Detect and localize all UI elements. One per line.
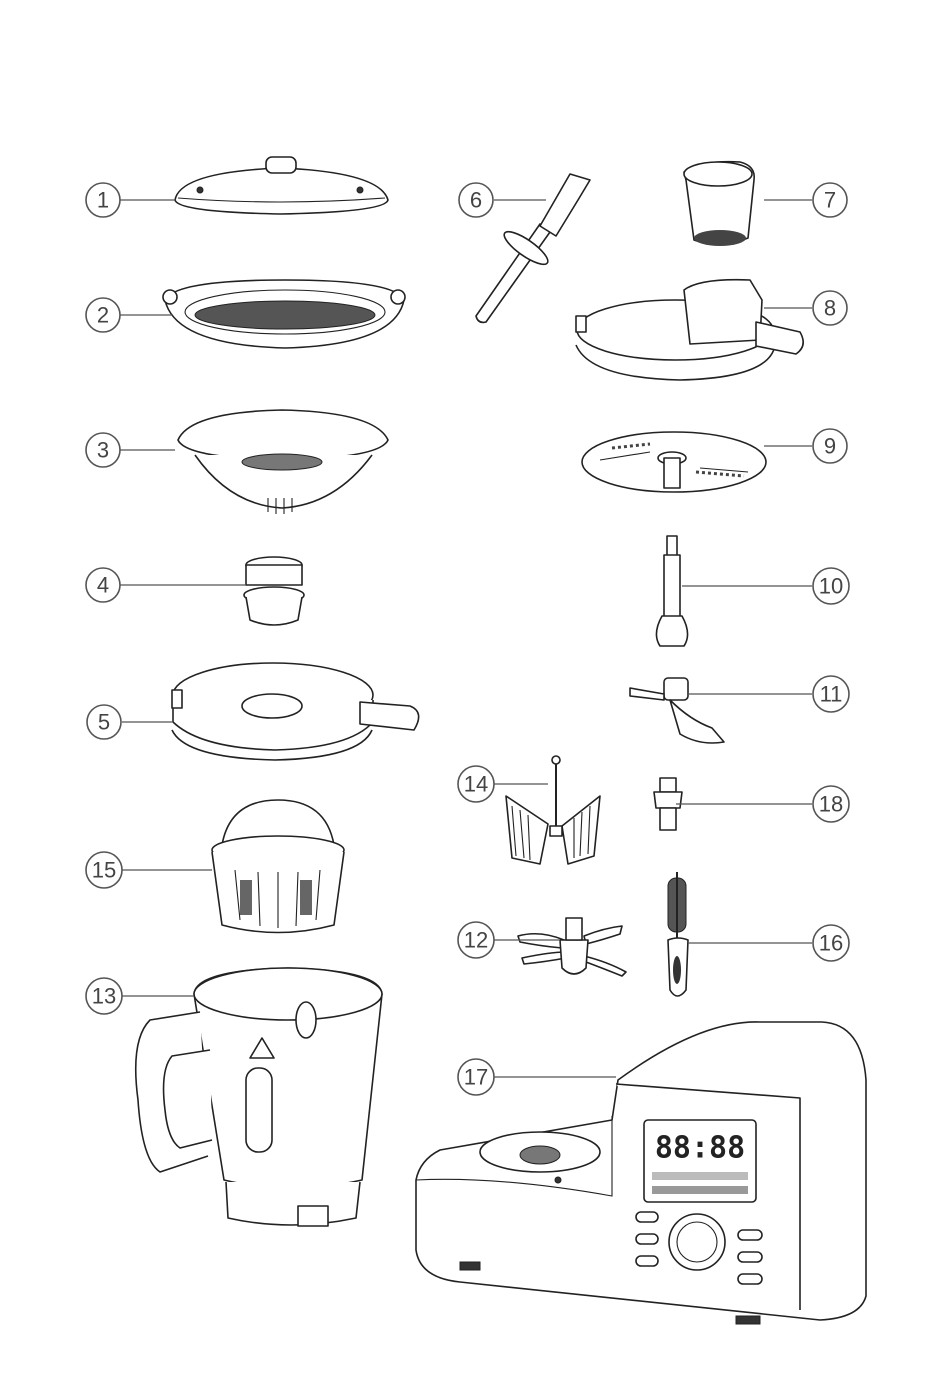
callout-18: 18 bbox=[813, 786, 849, 822]
control-buttons-left bbox=[636, 1212, 658, 1266]
part-cleaning-brush bbox=[668, 872, 688, 996]
callout-4: 4 bbox=[86, 568, 120, 602]
callout-14-label: 14 bbox=[464, 772, 488, 797]
callout-2: 2 bbox=[86, 298, 120, 332]
part-filter-cup bbox=[684, 162, 754, 246]
part-steamer-basket bbox=[212, 800, 344, 933]
callout-10: 10 bbox=[813, 568, 849, 604]
callout-1: 1 bbox=[86, 183, 120, 217]
part-slicer-lid bbox=[576, 280, 803, 380]
part-drive-shaft bbox=[656, 536, 687, 646]
callout-16-label: 16 bbox=[819, 931, 843, 956]
part-kneading-hook bbox=[630, 678, 724, 743]
part-mixing-jug bbox=[136, 968, 382, 1226]
callout-5: 5 bbox=[87, 705, 121, 739]
callout-8: 8 bbox=[813, 291, 847, 325]
control-buttons-right bbox=[738, 1230, 762, 1284]
callout-17-label: 17 bbox=[464, 1065, 488, 1090]
callout-9-label: 9 bbox=[824, 434, 836, 459]
callout-7-label: 7 bbox=[824, 188, 836, 213]
callout-8-label: 8 bbox=[824, 296, 836, 321]
callout-10-label: 10 bbox=[819, 574, 843, 599]
display-clock-digits: 88:88 bbox=[655, 1131, 745, 1166]
part-steamer-bowl bbox=[178, 410, 388, 514]
callout-15: 15 bbox=[86, 852, 122, 888]
callout-2-label: 2 bbox=[97, 303, 109, 328]
part-whisk-attachment bbox=[506, 756, 600, 864]
callout-16: 16 bbox=[813, 925, 849, 961]
callout-11: 11 bbox=[813, 676, 849, 712]
callout-14: 14 bbox=[458, 766, 494, 802]
callout-11-label: 11 bbox=[820, 682, 843, 707]
part-bowl-lid bbox=[172, 663, 419, 760]
callout-15-label: 15 bbox=[92, 858, 116, 883]
callout-6: 6 bbox=[459, 183, 493, 217]
part-steamer-tray bbox=[163, 280, 405, 348]
callout-12-label: 12 bbox=[464, 928, 488, 953]
callout-3: 3 bbox=[86, 433, 120, 467]
callout-3-label: 3 bbox=[97, 438, 109, 463]
callout-13: 13 bbox=[86, 978, 122, 1014]
part-measuring-cup bbox=[244, 557, 304, 625]
callout-18-label: 18 bbox=[819, 792, 843, 817]
part-slicing-disc bbox=[582, 432, 766, 492]
part-steamer-lid bbox=[175, 157, 388, 214]
callout-9: 9 bbox=[813, 429, 847, 463]
callout-4-label: 4 bbox=[97, 573, 109, 598]
callout-7: 7 bbox=[813, 183, 847, 217]
callout-6-label: 6 bbox=[470, 188, 482, 213]
callout-12: 12 bbox=[458, 922, 494, 958]
callout-1-label: 1 bbox=[97, 188, 109, 213]
part-chopping-blade bbox=[518, 918, 626, 976]
callout-13-label: 13 bbox=[92, 984, 116, 1009]
callout-17: 17 bbox=[458, 1059, 494, 1095]
callout-5-label: 5 bbox=[98, 710, 110, 735]
